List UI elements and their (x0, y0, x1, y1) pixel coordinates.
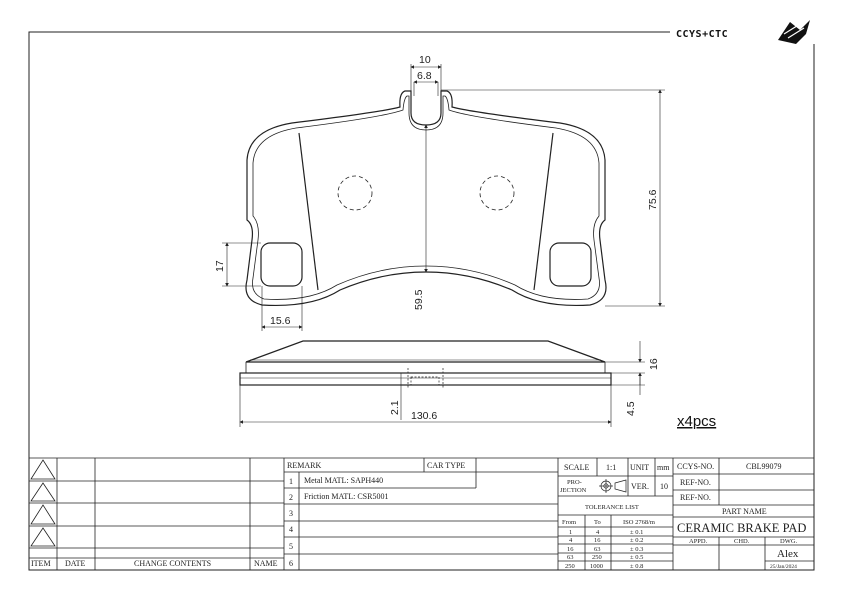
tolerance-value: ± 0.2 (630, 537, 643, 544)
company-logo: CCYS+CTC (670, 20, 816, 44)
front-dimension-labels: 10 6.8 75.6 59.5 17 15.6 (214, 54, 659, 327)
unit-value: mm (657, 463, 670, 472)
revision-headers: ITEM DATE CHANGE CONTENTS NAME (31, 559, 278, 568)
scale-label: SCALE (564, 463, 589, 472)
revision-header-change: CHANGE CONTENTS (134, 559, 211, 568)
ccys-value: CBL99079 (746, 462, 782, 471)
info-table: SCALE 1:1 UNIT mm PRO- JECTION VER. 10 T… (560, 463, 670, 570)
dim-mount-width: 15.6 (270, 315, 291, 327)
tolerance-value: ± 0.8 (630, 563, 643, 570)
part-name-label: PART NAME (722, 507, 767, 516)
projection-label: JECTION (560, 487, 587, 494)
tolerance-header-iso: ISO 2768/m (623, 519, 655, 526)
unit-label: UNIT (630, 463, 649, 472)
backplate (239, 372, 612, 386)
side-view (239, 340, 612, 388)
revision-markers (30, 459, 56, 547)
remark-header: REMARK (287, 461, 321, 470)
wing-emblem-icon (778, 20, 810, 44)
remark-num: 5 (289, 542, 293, 551)
center-pin (407, 368, 444, 388)
ver-value: 10 (660, 482, 668, 491)
tolerance-to: 4 (596, 529, 600, 536)
tolerance-from: 63 (567, 554, 574, 561)
drawing-date: 25/Jan/2024 (770, 564, 797, 570)
remark-num: 2 (289, 493, 293, 502)
dim-backplate-thickness: 4.5 (625, 401, 637, 416)
projection-symbol-icon (599, 479, 627, 493)
title-block-lines (29, 457, 814, 570)
appd-label: APPD. (689, 538, 708, 545)
drawer-name: Alex (777, 548, 799, 560)
tolerance-to: 16 (594, 537, 601, 544)
remark-num: 3 (289, 509, 293, 518)
tolerance-to: 1000 (590, 563, 603, 570)
tolerance-to: 63 (594, 546, 601, 553)
scale-value: 1:1 (606, 463, 616, 472)
revision-header-name: NAME (254, 559, 278, 568)
remark-text: Friction MATL: CSR5001 (304, 492, 388, 501)
quantity-label: x4pcs (677, 413, 716, 430)
hole-left (337, 175, 373, 211)
tolerance-header-from: From (562, 519, 576, 526)
dim-top-width: 10 (419, 54, 431, 66)
dim-slot-width: 6.8 (417, 70, 432, 82)
tolerance-from: 250 (565, 563, 575, 570)
projection-label: PRO- (567, 479, 582, 486)
remark-num: 6 (289, 559, 293, 568)
dim-pad-height: 75.6 (647, 189, 659, 210)
pad-inner-outline (252, 95, 600, 300)
front-dimensions (222, 64, 665, 331)
part-name: CERAMIC BRAKE PAD (677, 521, 806, 535)
chamfer-left (298, 132, 319, 291)
tolerance-title: TOLERANCE LIST (585, 504, 639, 511)
ver-label: VER. (631, 482, 649, 491)
ccys-label: CCYS-NO. (677, 462, 714, 471)
front-view (245, 90, 607, 306)
dim-total-width: 130.6 (411, 410, 437, 422)
tolerance-value: ± 0.1 (630, 529, 643, 536)
drawing-border (28, 31, 815, 571)
remark-num: 4 (289, 525, 293, 534)
revision-triangle-icon (30, 482, 56, 502)
remark-text: Metal MATL: SAPH440 (304, 476, 383, 485)
tolerance-from: 4 (569, 537, 573, 544)
side-dimension-labels: 130.6 16 4.5 2.1 (389, 358, 660, 422)
ref-label: REF-NO. (680, 493, 711, 502)
remark-num: 1 (289, 477, 293, 486)
revision-triangle-icon (30, 459, 56, 480)
dim-chamfer-depth: 2.1 (389, 400, 401, 415)
revision-header-date: DATE (65, 559, 86, 568)
logo-text: CCYS+CTC (676, 29, 728, 40)
tolerance-from: 1 (569, 529, 572, 536)
pad-outer-outline (245, 90, 607, 306)
cartype-header: CAR TYPE (427, 461, 465, 470)
tolerance-header-to: To (594, 519, 601, 526)
tolerance-value: ± 0.3 (630, 546, 643, 553)
chamfer-right (533, 132, 554, 291)
dim-center-height: 59.5 (413, 289, 425, 310)
tolerance-to: 250 (592, 554, 602, 561)
side-dimensions (239, 341, 645, 427)
tolerance-value: ± 0.5 (630, 554, 643, 561)
chd-label: CHD. (734, 538, 750, 545)
remarks-table: REMARK CAR TYPE 1 Metal MATL: SAPH440 2 … (287, 461, 465, 568)
dwg-label: DWG. (780, 538, 798, 545)
mount-right (549, 242, 592, 287)
title-block: CCYS-NO. CBL99079 REF-NO. REF-NO. PART N… (677, 462, 806, 570)
ref-label: REF-NO. (680, 478, 711, 487)
hole-right (479, 175, 515, 211)
revision-triangle-icon (30, 504, 56, 525)
friction-block (245, 340, 606, 363)
mount-left (260, 242, 303, 287)
dim-mount-height: 17 (214, 260, 226, 272)
revision-triangle-icon (30, 527, 56, 547)
tolerance-from: 16 (567, 546, 574, 553)
dim-side-thickness: 16 (648, 358, 660, 370)
revision-header-item: ITEM (31, 559, 51, 568)
